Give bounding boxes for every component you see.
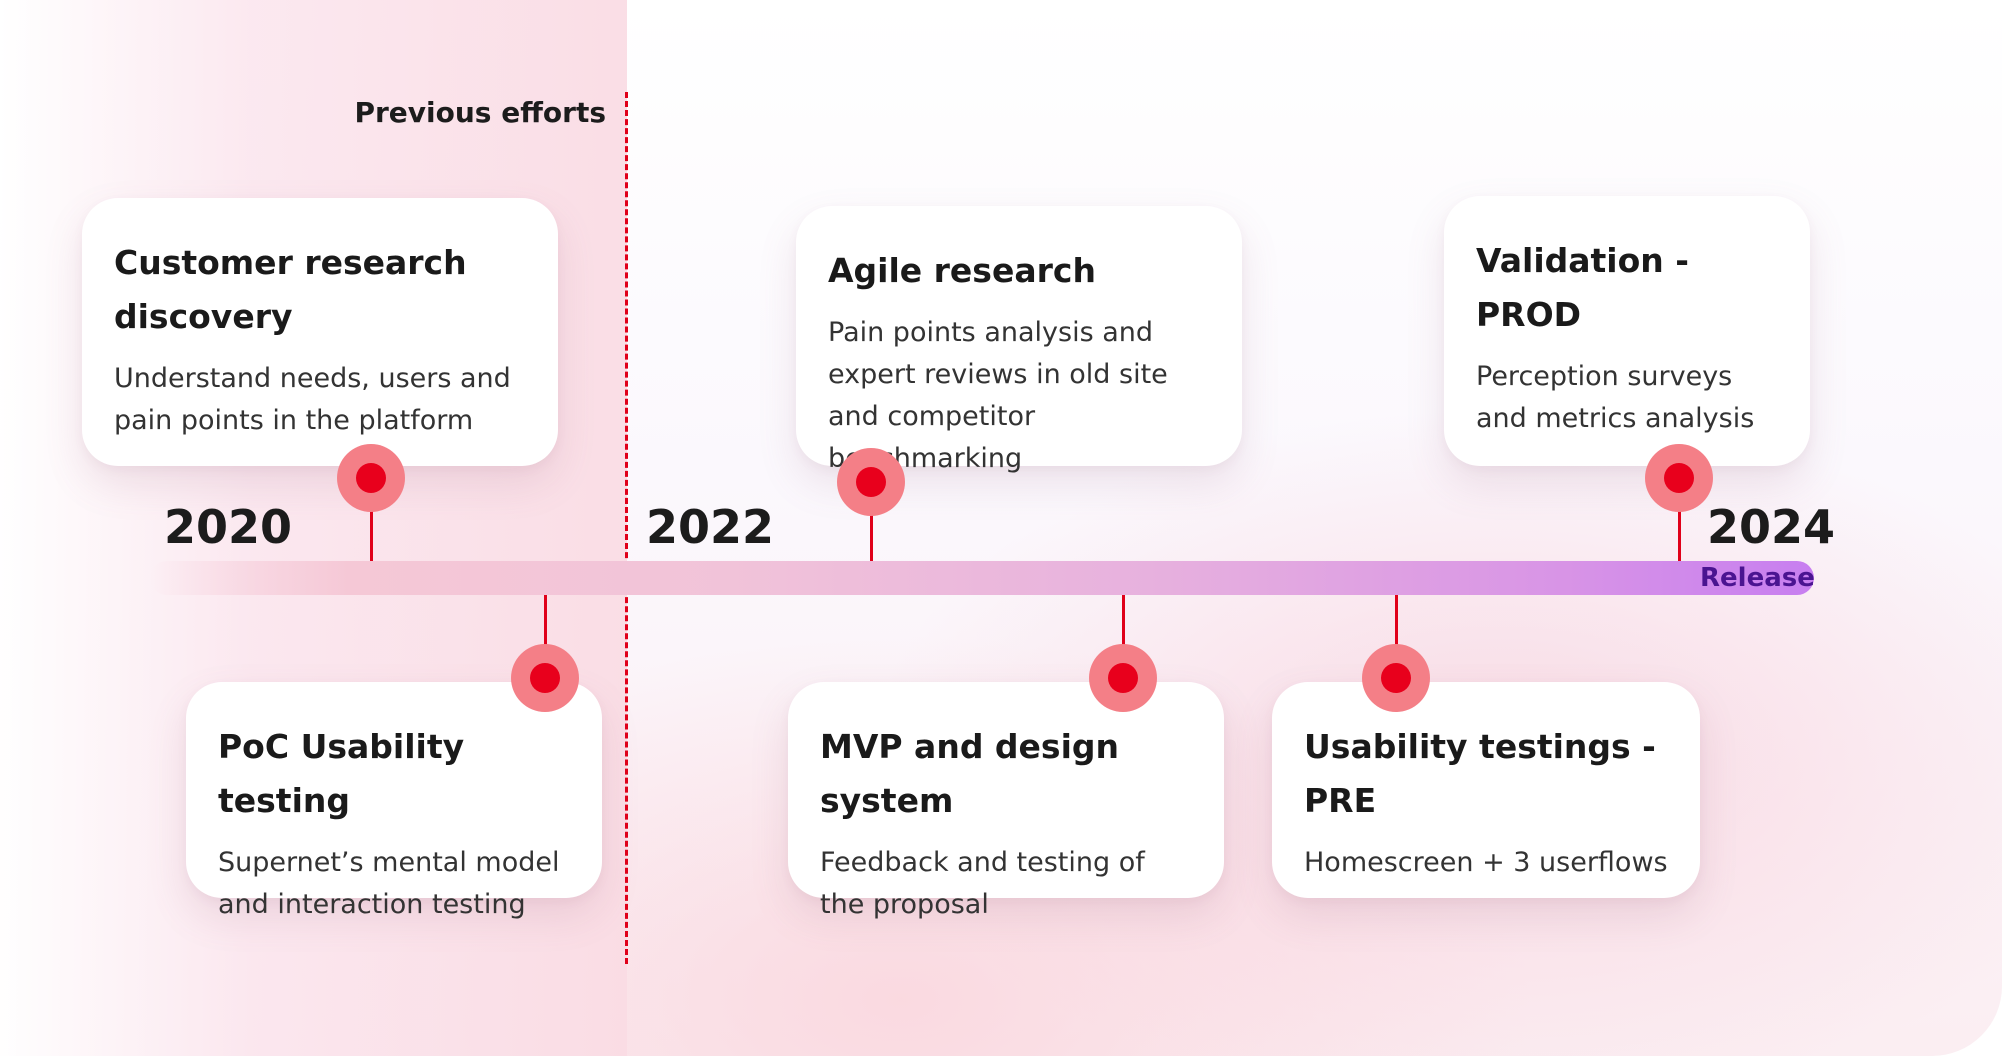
- milestone-title: Agile research: [828, 251, 1096, 290]
- milestone-title: Customer research discovery: [114, 243, 467, 336]
- year-label-2020: 2020: [164, 500, 293, 554]
- milestone-card-mvp-design-system: MVP and design system Feedback and testi…: [788, 682, 1224, 920]
- milestone-title: MVP and design system: [820, 727, 1119, 820]
- milestone-connector: [870, 481, 873, 561]
- previous-efforts-divider: [625, 92, 628, 964]
- milestone-marker-icon: [337, 444, 405, 512]
- milestone-description: Understand needs, users and pain points …: [114, 363, 511, 436]
- milestone-description: Perception surveys and metrics analysis: [1476, 361, 1755, 434]
- milestone-connector: [1395, 595, 1398, 678]
- previous-efforts-label: Previous efforts: [354, 96, 606, 129]
- milestone-marker-icon: [1089, 644, 1157, 712]
- milestone-marker-icon: [1362, 644, 1430, 712]
- milestone-connector: [1678, 478, 1681, 561]
- milestone-card-poc-usability: PoC Usability testing Supernet’s mental …: [186, 682, 602, 920]
- milestone-title: PoC Usability testing: [218, 727, 465, 820]
- milestone-description: Homescreen + 3 userflows: [1304, 847, 1668, 878]
- release-label: Release: [1700, 563, 1815, 593]
- milestone-title: Validation - PROD: [1476, 241, 1689, 334]
- milestone-marker-icon: [837, 448, 905, 516]
- milestone-card-customer-research: Customer research discovery Understand n…: [82, 198, 558, 466]
- milestone-card-agile-research: Agile research Pain points analysis and …: [796, 206, 1242, 474]
- milestone-marker-icon: [1645, 444, 1713, 512]
- milestone-card-usability-pre: Usability testings - PRE Homescreen + 3 …: [1272, 682, 1700, 898]
- year-label-2024: 2024: [1707, 500, 1836, 554]
- milestone-connector: [544, 595, 547, 678]
- milestone-connector: [1122, 595, 1125, 678]
- year-label-2022: 2022: [646, 500, 775, 554]
- milestone-marker-icon: [511, 644, 579, 712]
- milestone-description: Supernet’s mental model and interaction …: [218, 847, 560, 920]
- milestone-title: Usability testings - PRE: [1304, 727, 1656, 820]
- milestone-description: Feedback and testing of the proposal: [820, 847, 1145, 920]
- timeline-track: [150, 561, 1814, 595]
- milestone-connector: [370, 478, 373, 561]
- milestone-card-validation-prod: Validation - PROD Perception surveys and…: [1444, 196, 1810, 466]
